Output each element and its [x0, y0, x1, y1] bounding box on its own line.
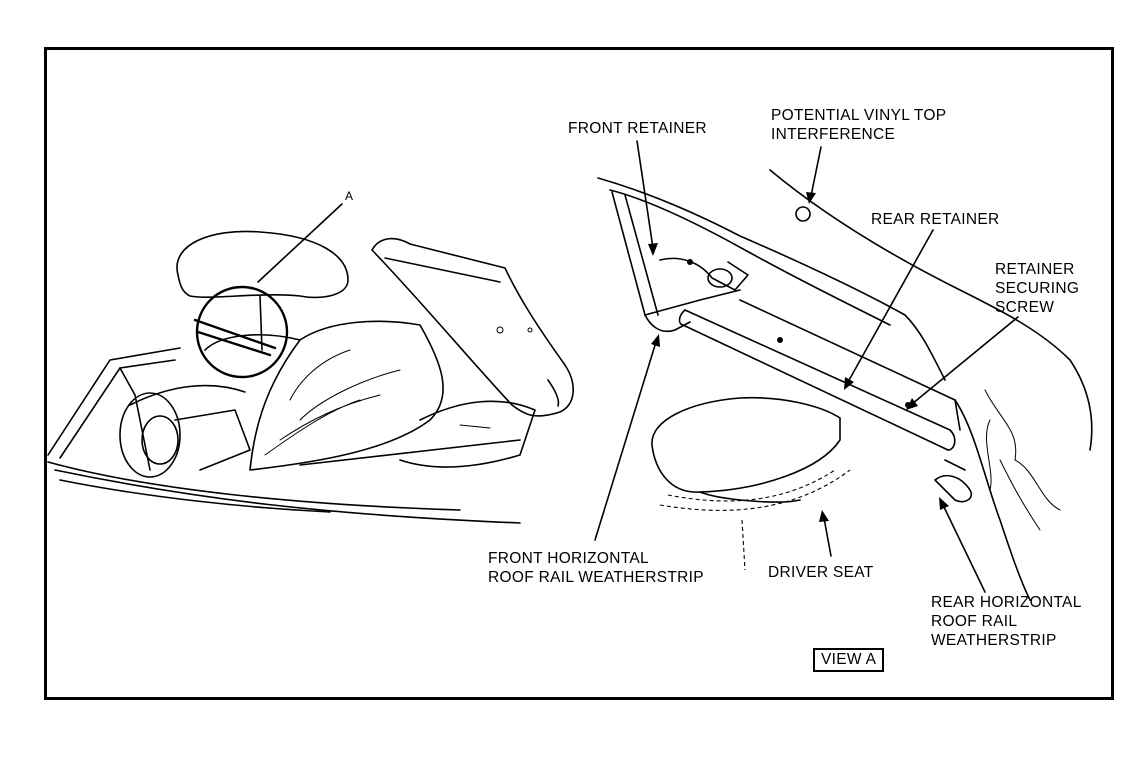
rear-weatherstrip-label-line3: WEATHERSTRIP [931, 632, 1057, 649]
front-weatherstrip-label-line2: ROOF RAIL WEATHERSTRIP [488, 569, 704, 586]
securing-screw-label-line3: SCREW [995, 299, 1055, 316]
front-weatherstrip-label-line1: FRONT HORIZONTAL [488, 550, 649, 567]
potential-interference-label-line2: INTERFERENCE [771, 126, 896, 143]
rear-weatherstrip-label-line1: REAR HORIZONTAL [931, 594, 1082, 611]
front-retainer-label: FRONT RETAINER [568, 120, 707, 137]
securing-screw-label-line1: RETAINER [995, 261, 1075, 278]
rear-retainer-label: REAR RETAINER [871, 211, 1000, 228]
securing-screw-label-line2: SECURING [995, 280, 1080, 297]
driver-seat-label: DRIVER SEAT [768, 564, 874, 581]
view-a-label: VIEW A [813, 648, 885, 672]
callout-a-label: A [345, 189, 354, 203]
car-overview-drawing [47, 203, 574, 524]
view-a-drawing [594, 140, 1093, 601]
potential-interference-label-line1: POTENTIAL VINYL TOP [771, 107, 947, 124]
rear-weatherstrip-label-line2: ROOF RAIL [931, 613, 1018, 630]
